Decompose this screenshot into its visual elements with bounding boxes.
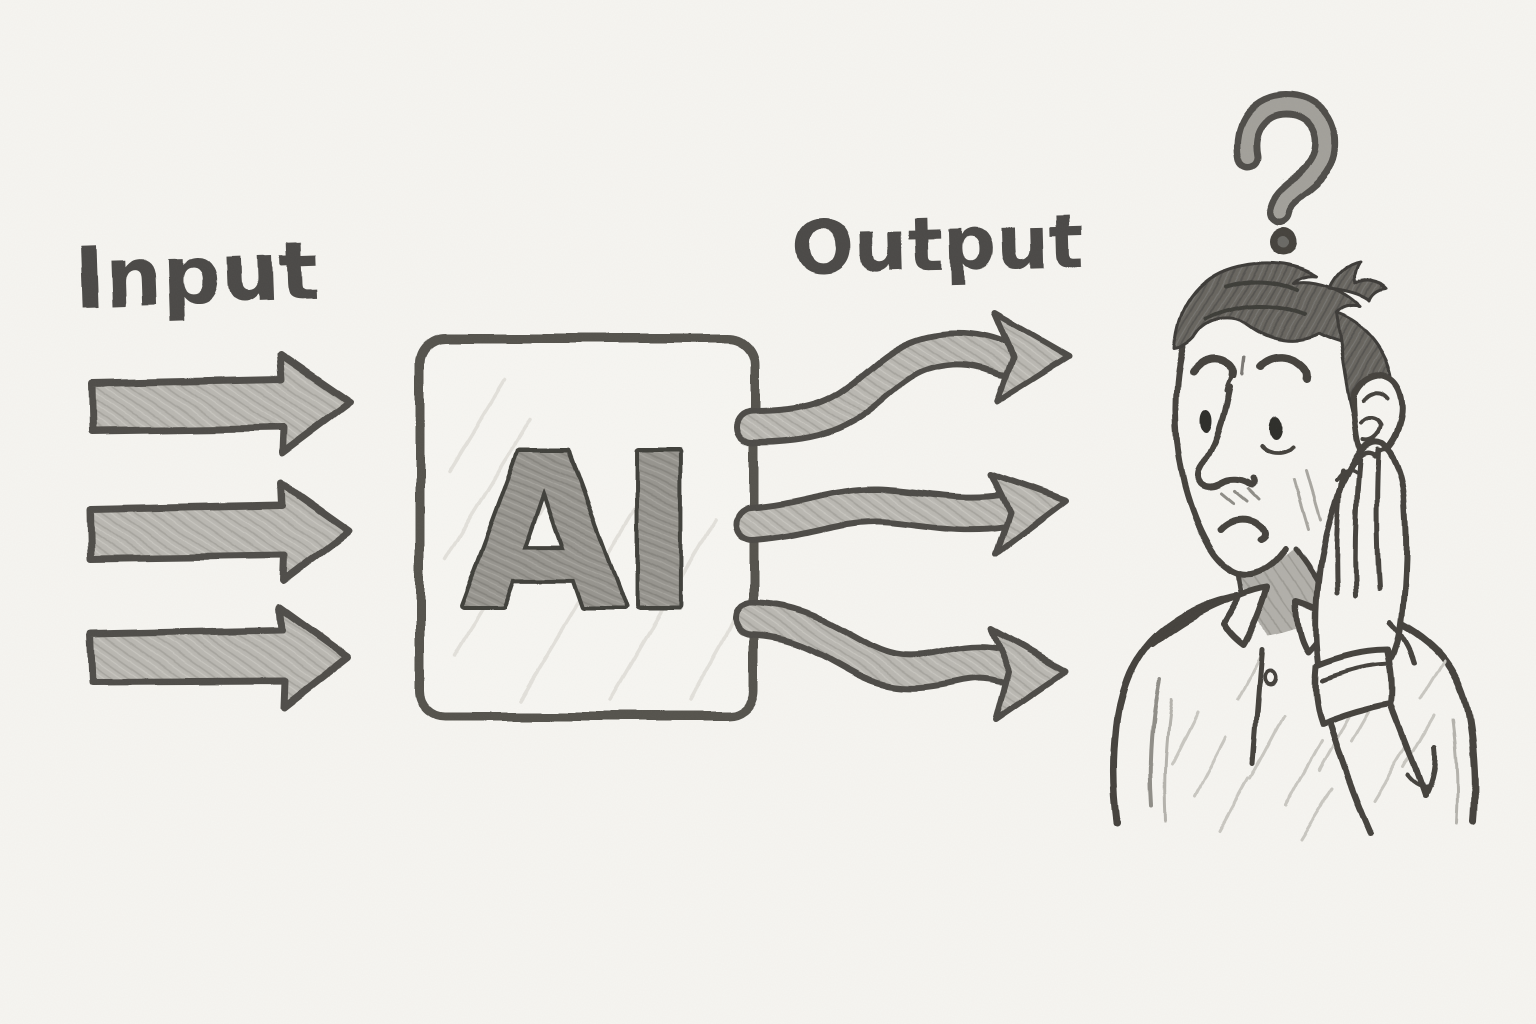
sketch-canvas: Input AI Output	[0, 0, 1536, 1024]
sketch-illustration: Input AI Output	[0, 0, 1536, 1024]
paper-grain-overlay	[0, 0, 1536, 1024]
